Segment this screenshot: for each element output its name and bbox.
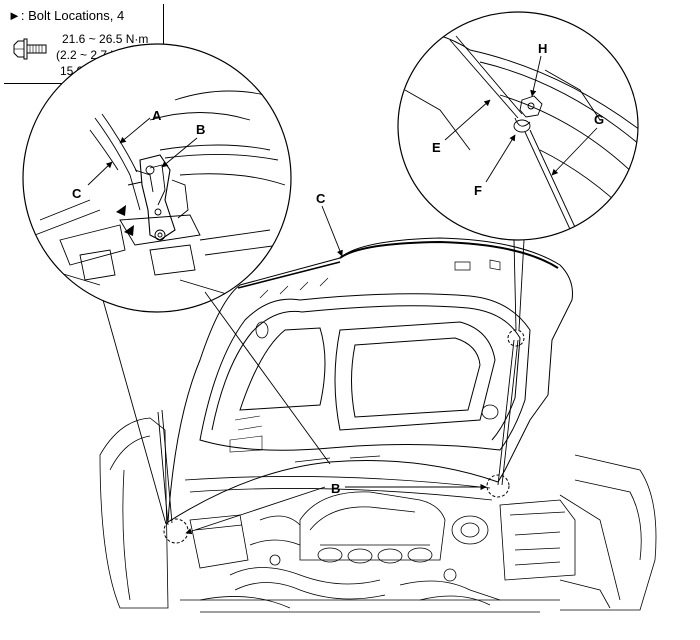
detail-location-markers [163,329,525,544]
label-g: G [594,112,604,127]
flange-bolt-icon [13,38,47,60]
torque-value-nm: 21.6 ~ 26.5 N·m [62,32,149,46]
legend-title: ►: Bolt Locations, 4 [8,8,125,23]
label-b-main: B [331,481,340,496]
label-a: A [152,108,162,123]
engine-bay [99,417,657,613]
callout-labels: A B C C B E F G H [72,41,604,496]
label-c-hood: C [316,191,326,206]
detail-marker-right-hinge [486,474,510,498]
label-h: H [538,41,547,56]
label-c-detail: C [72,186,82,201]
bolt-location-marker-2 [124,225,134,236]
left-hinge-strut [157,409,173,526]
support-rod-detail [397,11,639,241]
hood-support-rod [497,339,519,486]
label-e: E [432,140,441,155]
label-b-detail: B [196,122,205,137]
hood-panel [167,237,573,523]
bolt-location-marker-1 [116,205,126,216]
left-hinge-detail [22,43,292,313]
detail-marker-left-hinge [163,518,189,544]
label-f: F [474,183,482,198]
leader-lines [87,55,598,535]
